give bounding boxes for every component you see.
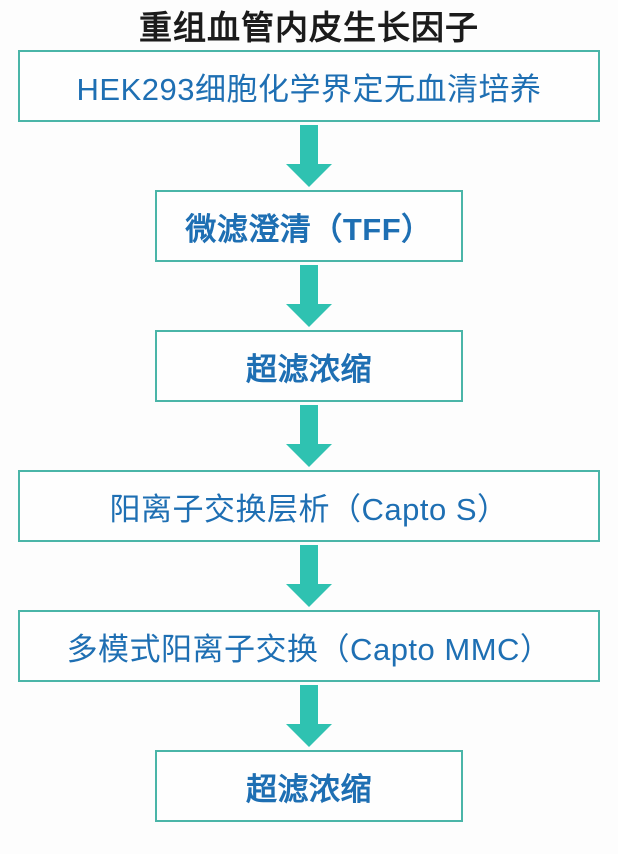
down-arrow-icon	[286, 545, 332, 607]
flow-step-ultrafiltration-2: 超滤浓缩	[155, 750, 463, 822]
flow-step-ultrafiltration-1: 超滤浓缩	[155, 330, 463, 402]
down-arrow-icon	[286, 125, 332, 187]
flow-step-cation-exchange: 阳离子交换层析（Capto S）	[18, 470, 600, 542]
flow-step-microfiltration: 微滤澄清（TFF）	[155, 190, 463, 262]
diagram-title: 重组血管内皮生长因子	[139, 9, 479, 46]
flow-step-cell-culture: HEK293细胞化学界定无血清培养	[18, 50, 600, 122]
flow-step-multimodal-cation-exchange: 多模式阳离子交换（Capto MMC）	[18, 610, 600, 682]
down-arrow-icon	[286, 405, 332, 467]
down-arrow-icon	[286, 265, 332, 327]
down-arrow-icon	[286, 685, 332, 747]
